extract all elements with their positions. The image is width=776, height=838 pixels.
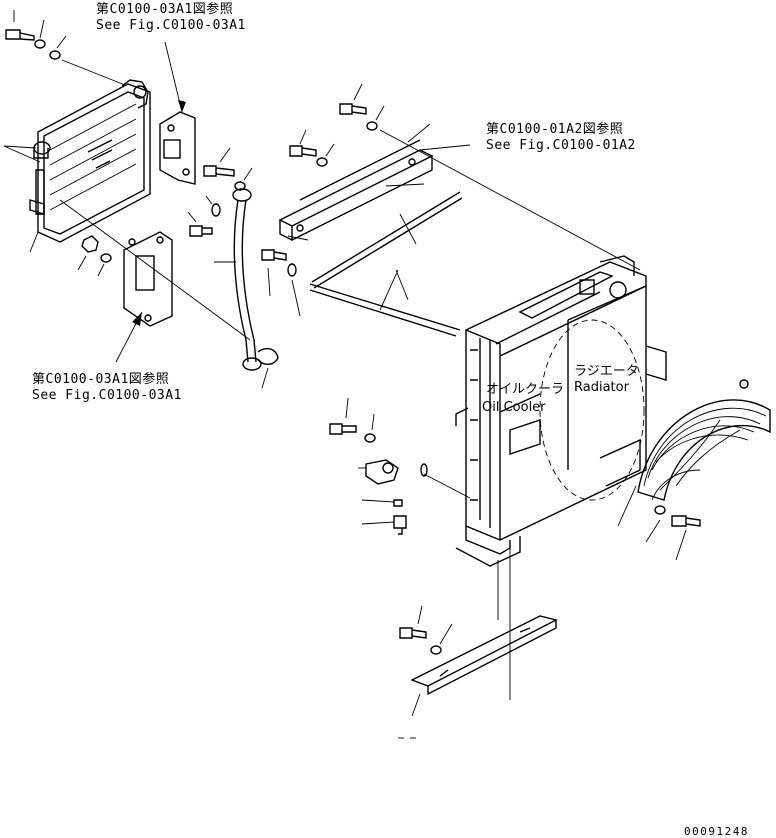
bracket-lower: [123, 231, 173, 327]
washer-top-center-2: [316, 143, 335, 167]
washer-right: [645, 505, 666, 543]
bolt-top-center: [339, 83, 367, 115]
oil-hose: [232, 188, 279, 371]
reference-label-en: See Fig.C0100-03A1: [96, 18, 246, 33]
bolt-under: [399, 605, 427, 639]
washer-3: [287, 263, 301, 317]
washer-left: [97, 253, 112, 277]
bolt-drain: [329, 397, 357, 435]
bracket-upper: [159, 111, 196, 185]
reference-label-jp: 第C0100-01A2図参照: [486, 122, 624, 137]
reference-label-en: See Fig.C0100-03A1: [32, 388, 182, 403]
washer-under: [430, 623, 453, 655]
oil-cooler-label-jp: オイルクーラ: [486, 382, 565, 397]
support-bar-upper: [278, 139, 434, 242]
oil-cooler-core: [29, 79, 151, 243]
oil-cooler-label-en: Oil Cooler: [482, 400, 546, 415]
washer-top-center: [366, 105, 385, 131]
drawing-number: 00091248: [684, 825, 749, 838]
drain-oring: [420, 463, 428, 477]
bolt-right: [671, 515, 701, 561]
washer-drain: [364, 413, 376, 443]
fan-guard: [637, 379, 771, 501]
nut-left: [77, 235, 99, 271]
reference-label-en: See Fig.C0100-01A2: [486, 138, 636, 153]
under-cover: [410, 615, 558, 696]
oring-1: [205, 195, 221, 217]
radiator-frame: [455, 255, 667, 567]
bolt-top-left: [5, 10, 35, 41]
bolt-top-center-2: [289, 129, 317, 157]
reference-label-jp: 第C0100-03A1図参照: [96, 2, 234, 17]
washer-top-left-2: [49, 35, 67, 60]
bolt-3: [261, 249, 287, 297]
washer-1: [234, 167, 253, 191]
bolt-2: [187, 211, 213, 237]
washer-top-left: [34, 19, 46, 49]
reference-label-jp: 第C0100-03A1図参照: [32, 372, 170, 387]
drain-plug-seal: [361, 499, 403, 507]
drain-valve: [361, 515, 407, 535]
radiator-label-en: Radiator: [574, 380, 629, 395]
stay-rod-1: [311, 191, 463, 289]
drain-elbow: [358, 459, 399, 485]
stay-rod-2: [309, 283, 461, 337]
radiator-label-jp: ラジエータ: [574, 364, 639, 379]
bolt-1: [203, 147, 235, 177]
